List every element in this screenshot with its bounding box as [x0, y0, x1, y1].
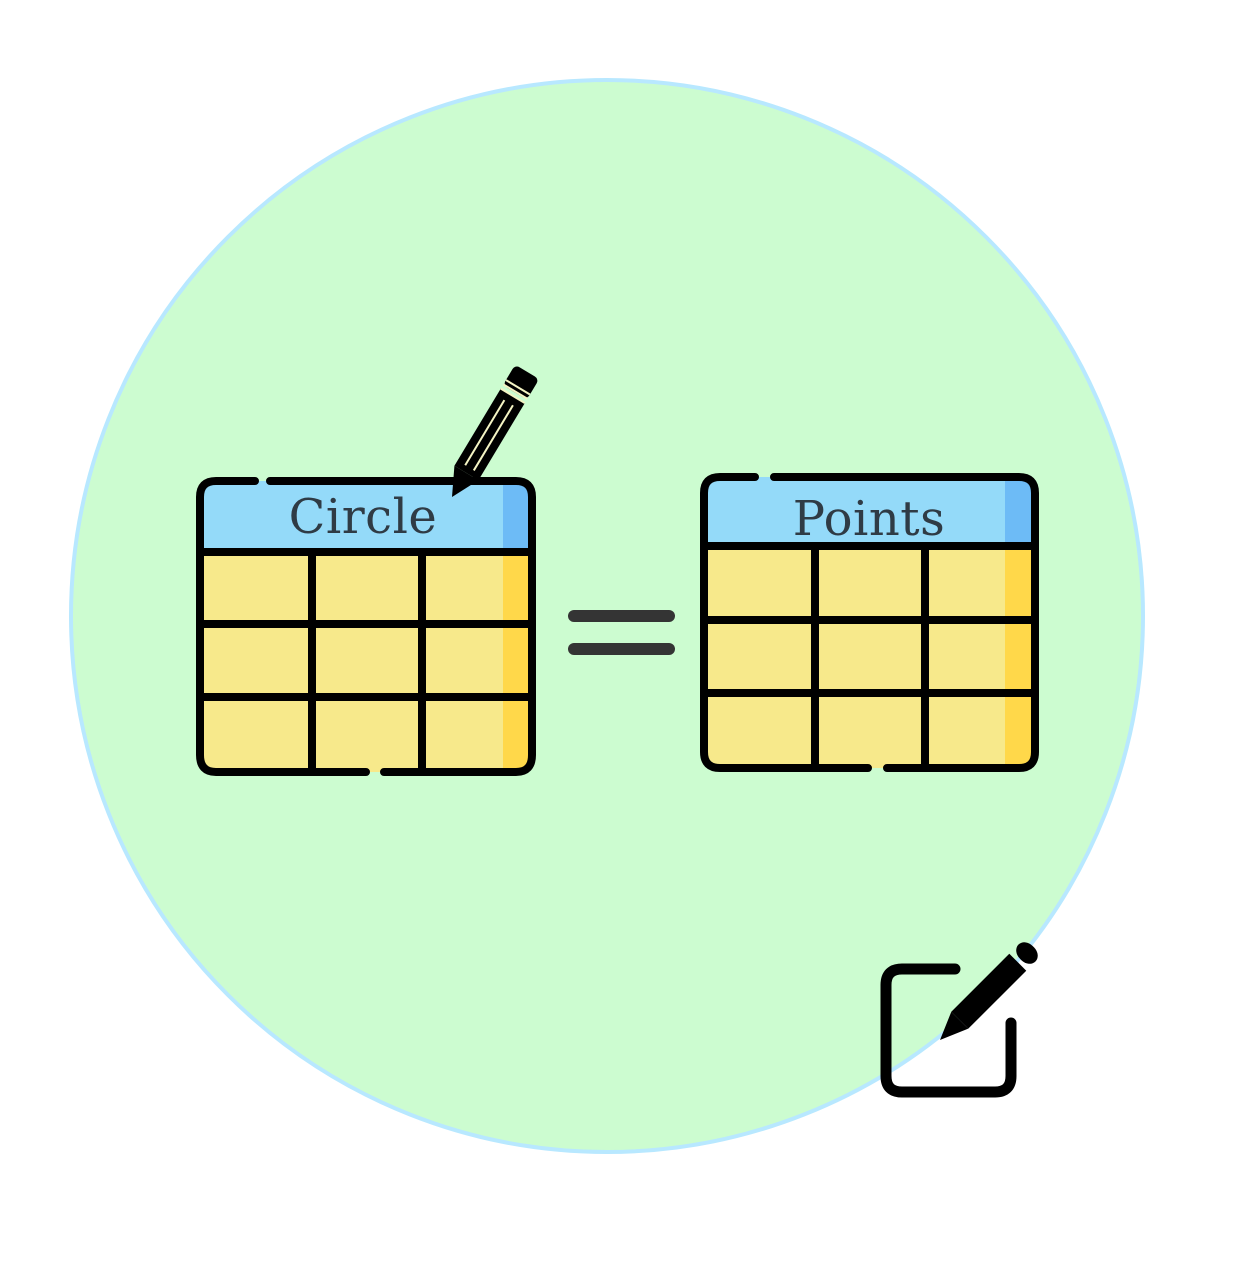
points-table-title: Points: [793, 491, 945, 547]
points-table-header: [704, 477, 1035, 546]
points-table-header-shadow: [1005, 477, 1035, 546]
circle-table-header-shadow: [503, 481, 532, 552]
points-table-body-shadow: [1005, 546, 1035, 768]
equals-sign: [568, 610, 675, 655]
circle-table-header: [200, 481, 532, 552]
edit-icon-square: [880, 963, 1017, 1098]
circle-table-title: Circle: [289, 489, 438, 545]
circle-table: Circle: [196, 477, 536, 776]
circle-table-body-shadow: [503, 552, 532, 772]
pencil-icon: [452, 366, 538, 497]
edit-icon-pen: [940, 942, 1038, 1040]
points-table-body: [704, 546, 1035, 768]
edit-icon[interactable]: [880, 938, 1042, 1098]
points-table: Points: [700, 473, 1039, 772]
circle-table-body: [200, 552, 532, 772]
